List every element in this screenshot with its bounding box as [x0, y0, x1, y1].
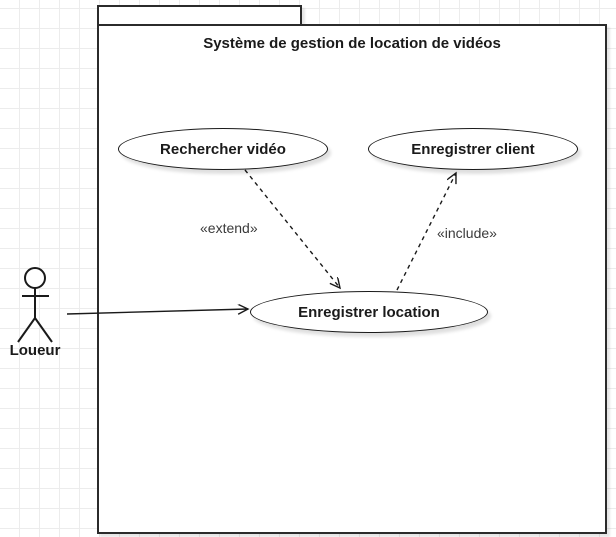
use-case-label: Enregistrer client	[411, 140, 535, 158]
include-stereotype-label: «include»	[437, 225, 497, 241]
use-case-enregistrer-client[interactable]: Enregistrer client	[368, 128, 578, 170]
association-edge-loueur-location[interactable]	[66, 309, 248, 314]
use-case-rechercher-video[interactable]: Rechercher vidéo	[118, 128, 328, 170]
actor-head	[24, 267, 46, 289]
actor-left-leg	[17, 317, 36, 343]
include-edge[interactable]	[396, 173, 456, 291]
use-case-enregistrer-location[interactable]: Enregistrer location	[250, 291, 488, 333]
system-boundary[interactable]: Système de gestion de location de vidéos	[97, 24, 607, 534]
system-title: Système de gestion de location de vidéos	[203, 35, 501, 52]
extend-edge[interactable]	[244, 169, 340, 288]
use-case-label: Enregistrer location	[298, 303, 440, 321]
actor-right-leg	[34, 317, 53, 343]
extend-stereotype-label: «extend»	[200, 220, 258, 236]
actor-label: Loueur	[9, 342, 61, 359]
use-case-label: Rechercher vidéo	[160, 140, 286, 158]
actor-figure[interactable]	[10, 262, 66, 346]
